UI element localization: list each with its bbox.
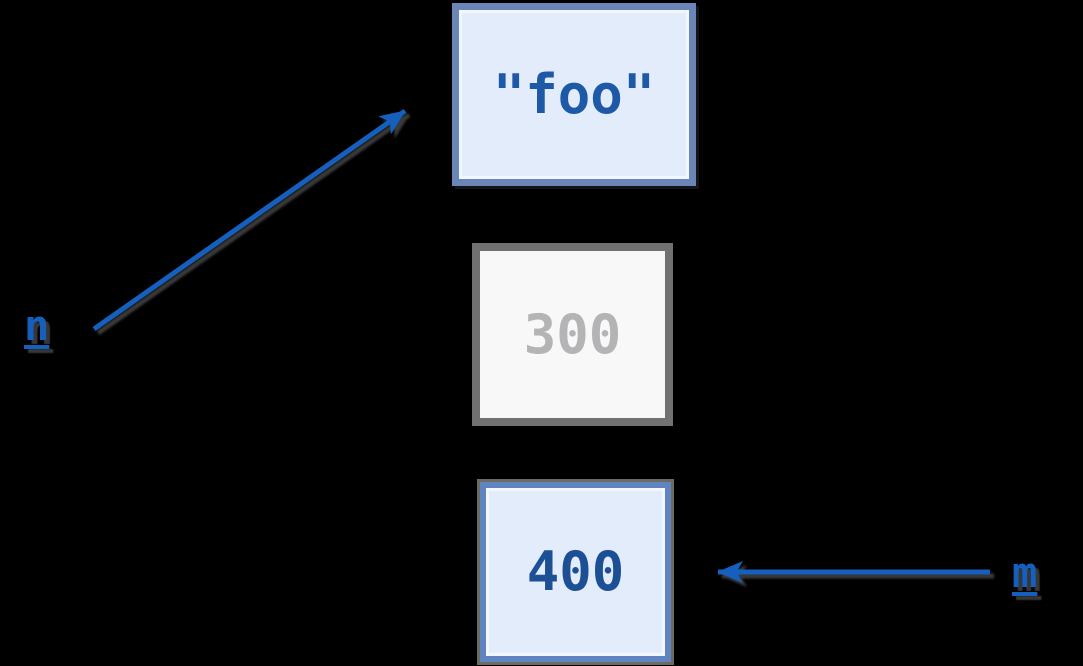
object-box-300-label: 300 bbox=[523, 302, 622, 366]
object-box-400: 400 bbox=[480, 482, 671, 662]
object-box-400-label: 400 bbox=[526, 540, 625, 603]
variable-label-n: n bbox=[24, 301, 50, 350]
object-box-300: 300 bbox=[472, 243, 673, 426]
object-box-foo: "foo" bbox=[452, 3, 696, 186]
object-box-foo-label: "foo" bbox=[492, 62, 656, 126]
arrow-n-to-foo bbox=[92, 108, 407, 332]
variable-label-m: m bbox=[1012, 548, 1038, 597]
